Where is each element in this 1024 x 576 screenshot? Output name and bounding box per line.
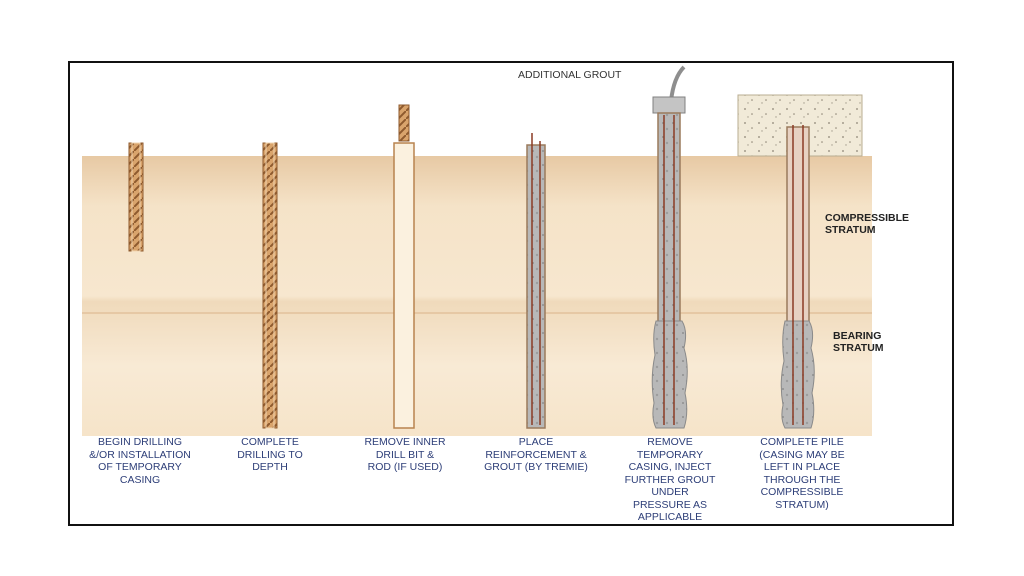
pile-step-2 — [262, 142, 278, 429]
pile-step-4 — [526, 133, 546, 429]
step-2-caption: COMPLETE DRILLING TO DEPTH — [237, 436, 303, 473]
diagram-frame: ADDITIONAL GROUT COMPRESSIBLE STRATUM BE… — [68, 61, 954, 526]
pile-step-6 — [737, 94, 863, 429]
pile-step-5 — [651, 65, 688, 429]
pile-construction-diagram — [82, 65, 872, 436]
step-5-caption: REMOVE TEMPORARY CASING, INJECT FURTHER … — [624, 436, 716, 523]
additional-grout-label: ADDITIONAL GROUT — [518, 69, 622, 81]
compressible-stratum-label: COMPRESSIBLE STRATUM — [825, 212, 910, 236]
step-4-caption: PLACE REINFORCEMENT & GROUT (BY TREMIE) — [484, 436, 588, 473]
pile-step-3 — [393, 104, 415, 429]
step-3-caption: REMOVE INNER DRILL BIT & ROD (IF USED) — [364, 436, 446, 473]
bearing-stratum-label: BEARING STRATUM — [833, 330, 884, 354]
pile-step-1 — [128, 142, 144, 252]
step-6-caption: COMPLETE PILE (CASING MAY BE LEFT IN PLA… — [759, 436, 845, 511]
soil-ground — [82, 156, 872, 436]
step-1-caption: BEGIN DRILLING &/OR INSTALLATION OF TEMP… — [89, 436, 191, 486]
